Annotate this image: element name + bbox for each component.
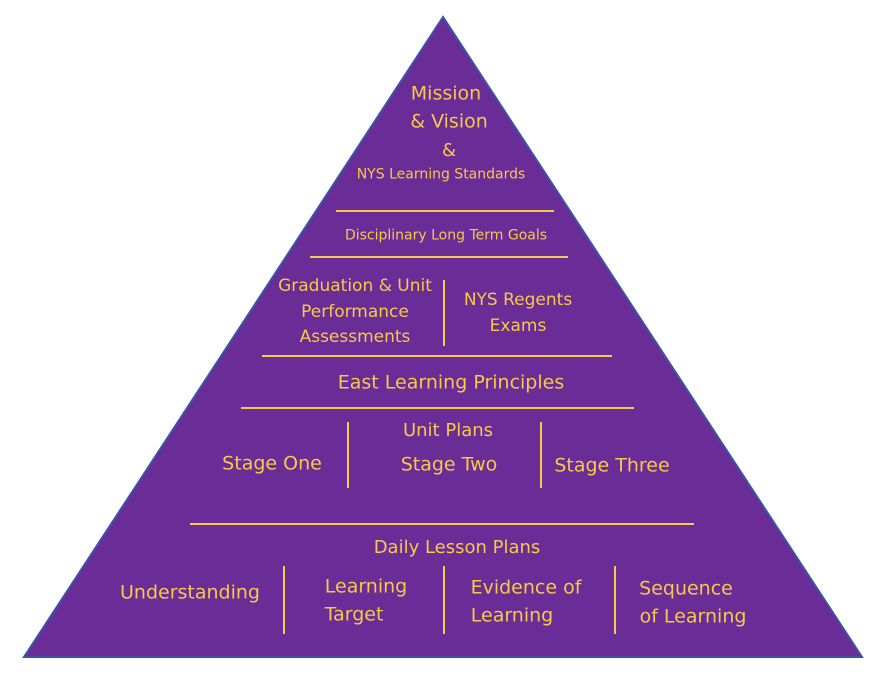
daily-lesson-plans-label: Daily Lesson Plans	[373, 537, 541, 559]
performance-label: Performance	[301, 301, 409, 322]
understanding-label: Understanding	[120, 581, 260, 604]
nys-regents-label: NYS Regents	[463, 289, 573, 310]
vision-label: & Vision	[410, 110, 488, 133]
sequence-of-learning-line2: of Learning	[639, 605, 747, 628]
unit-plans-label: Unit Plans	[402, 420, 494, 442]
mission-label: Mission	[410, 82, 482, 105]
learning-target-line2: Target	[324, 603, 384, 626]
graduation-unit-label: Graduation & Unit	[278, 275, 432, 296]
learning-target-line1: Learning	[324, 575, 408, 598]
evidence-of-learning-line1: Evidence of	[470, 576, 582, 599]
assessments-label: Assessments	[299, 326, 411, 347]
east-learning-principles-label: East Learning Principles	[337, 371, 565, 394]
evidence-of-learning-line2: Learning	[470, 604, 554, 627]
exams-label: Exams	[489, 315, 547, 336]
sequence-of-learning-line1: Sequence	[639, 577, 733, 600]
stage-one-label: Stage One	[222, 452, 322, 475]
stage-two-label: Stage Two	[400, 453, 498, 476]
disciplinary-goals-label: Disciplinary Long Term Goals	[344, 227, 548, 244]
ampersand-label: &	[441, 140, 457, 162]
nys-learning-standards-label: NYS Learning Standards	[356, 166, 526, 183]
stage-three-label: Stage Three	[554, 454, 670, 477]
